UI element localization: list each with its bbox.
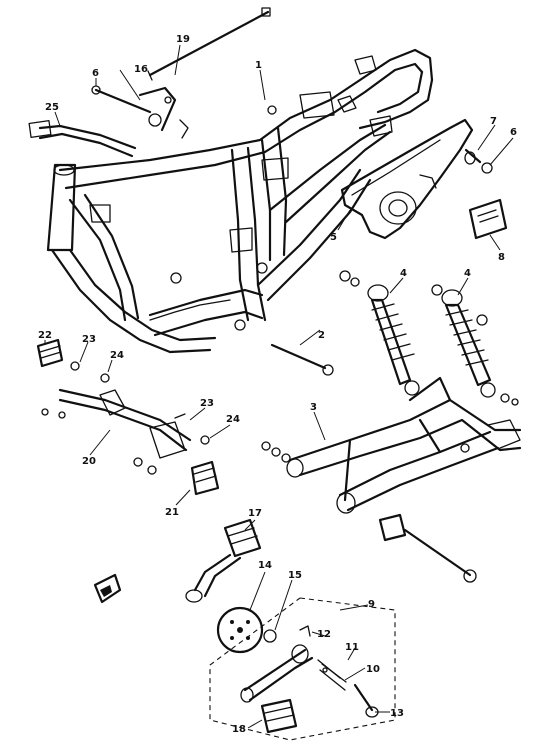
callout-17: 17 [248,508,262,519]
part-22-front-footpeg [36,338,64,368]
part-16-small-bracket [93,573,122,604]
part-15-washer [263,629,277,643]
motorcycle-frame [46,48,434,354]
callout-11: 11 [345,642,359,653]
part-18-bolt [91,85,189,139]
callout-23-upper: 23 [82,334,96,345]
callout-20: 20 [82,456,96,467]
callout-18: 18 [232,724,246,735]
callout-15: 15 [288,570,302,581]
part-3-swing-arm [261,376,522,514]
callout-12: 12 [317,629,331,640]
part-5-chain-guard [340,118,474,240]
callout-4-right-shock: 4 [464,268,471,279]
part-10-13-kick-arm [240,625,379,718]
part-20-footrest-bar [41,361,210,475]
part-21-rear-footpeg [190,460,220,496]
part-19-long-bolt [147,7,271,81]
part-14-ratchet-gear [216,606,264,654]
callout-2: 2 [318,330,325,341]
callout-6-upper: 6 [510,127,517,138]
callout-25: 25 [45,102,59,113]
callout-9: 9 [368,599,375,610]
callout-24-upper: 24 [110,350,124,361]
part-4-shock-absorber-right [431,284,519,406]
callout-4-left-shock: 4 [400,268,407,279]
leader-lines [44,44,514,729]
callout-24-lower: 24 [226,414,240,425]
callout-16: 16 [134,64,148,75]
part-9-subassembly-box [209,597,396,741]
callout-19: 19 [176,34,190,45]
callout-labels: 1 2 3 4 4 5 6 6 7 8 9 10 11 12 13 14 15 … [38,34,517,735]
callout-1: 1 [255,60,262,71]
part-6-7-bolt-washer [464,148,493,174]
part-2-bolt [270,343,334,376]
callout-8: 8 [498,252,505,263]
callout-14: 14 [258,560,272,571]
callout-10: 10 [366,664,380,675]
part-18-lower-footpeg [260,698,298,734]
part-25-front-stay [28,120,137,158]
callout-13: 13 [390,708,404,719]
part-8-label-plate [468,198,508,240]
callout-7: 7 [490,116,497,127]
callout-23-lower: 23 [200,398,214,409]
part-17-kick-pedal [185,518,262,603]
callout-22: 22 [38,330,52,341]
callout-5: 5 [330,232,337,243]
swing-arm-pivot-shaft [378,513,477,583]
callout-3: 3 [310,402,317,413]
part-4-shock-absorber-left [339,270,420,396]
callout-21: 21 [165,507,179,518]
callout-6-left: 6 [92,68,99,79]
